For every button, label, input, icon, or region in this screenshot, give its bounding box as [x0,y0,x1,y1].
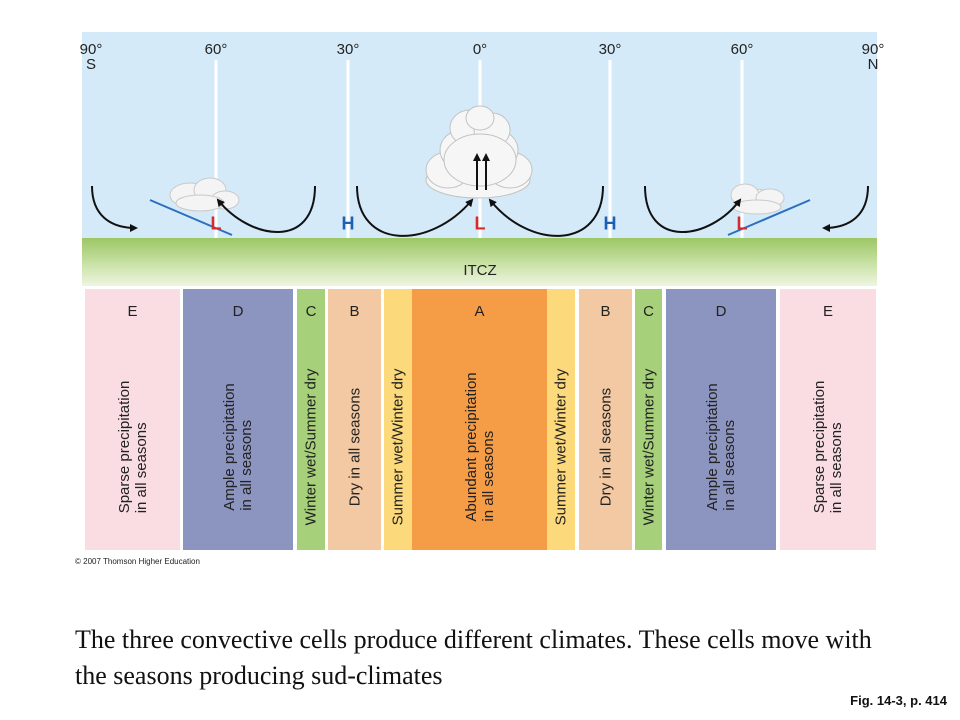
climate-band-e-north: E Sparse precipitation in all seasons [780,289,876,550]
pressure-high-30n: H [603,213,617,234]
latitude-label-30s: 30° [336,41,360,58]
pressure-low-60s: L [210,213,222,234]
latitude-label-90n: 90°N [861,41,885,73]
climate-band-summer-wet-south: Summer wet/Winter dry [384,289,412,550]
pressure-low-equator: L [474,213,486,234]
pressure-low-60n: L [736,213,748,234]
climate-band-c-north: C Winter wet/Summer dry [635,289,662,550]
climate-band-b-north: B Dry in all seasons [579,289,632,550]
copyright-notice: © 2007 Thomson Higher Education [75,557,200,566]
polar-front-line-north [727,199,811,236]
figure-reference: Fig. 14-3, p. 414 [850,693,947,708]
ground-strip [82,238,877,286]
pressure-high-30s: H [341,213,355,234]
circulation-diagram [82,32,877,286]
polar-front-line-south [149,199,233,236]
climate-band-d-north: D Ample precipitation in all seasons [666,289,776,550]
itcz-label: ITCZ [463,262,497,279]
climate-band-e-south: E Sparse precipitation in all seasons [85,289,180,550]
latitude-label-90s: 90°S [79,41,103,73]
latitude-label-60s: 60° [204,41,228,58]
climate-band-b-south: B Dry in all seasons [328,289,381,550]
climate-band-d-south: D Ample precipitation in all seasons [183,289,293,550]
climate-band-c-south: C Winter wet/Summer dry [297,289,325,550]
circulation-arrows [91,153,869,237]
climate-band-summer-wet-north: Summer wet/Winter dry [547,289,575,550]
slide-caption: The three convective cells produce diffe… [75,625,872,690]
cloud-small-north [730,183,785,215]
latitude-label-60n: 60° [730,41,754,58]
latitude-label-equator: 0° [472,41,488,58]
climate-band-a: A Abundant precipitation in all seasons [412,289,547,550]
latitude-label-30n: 30° [598,41,622,58]
